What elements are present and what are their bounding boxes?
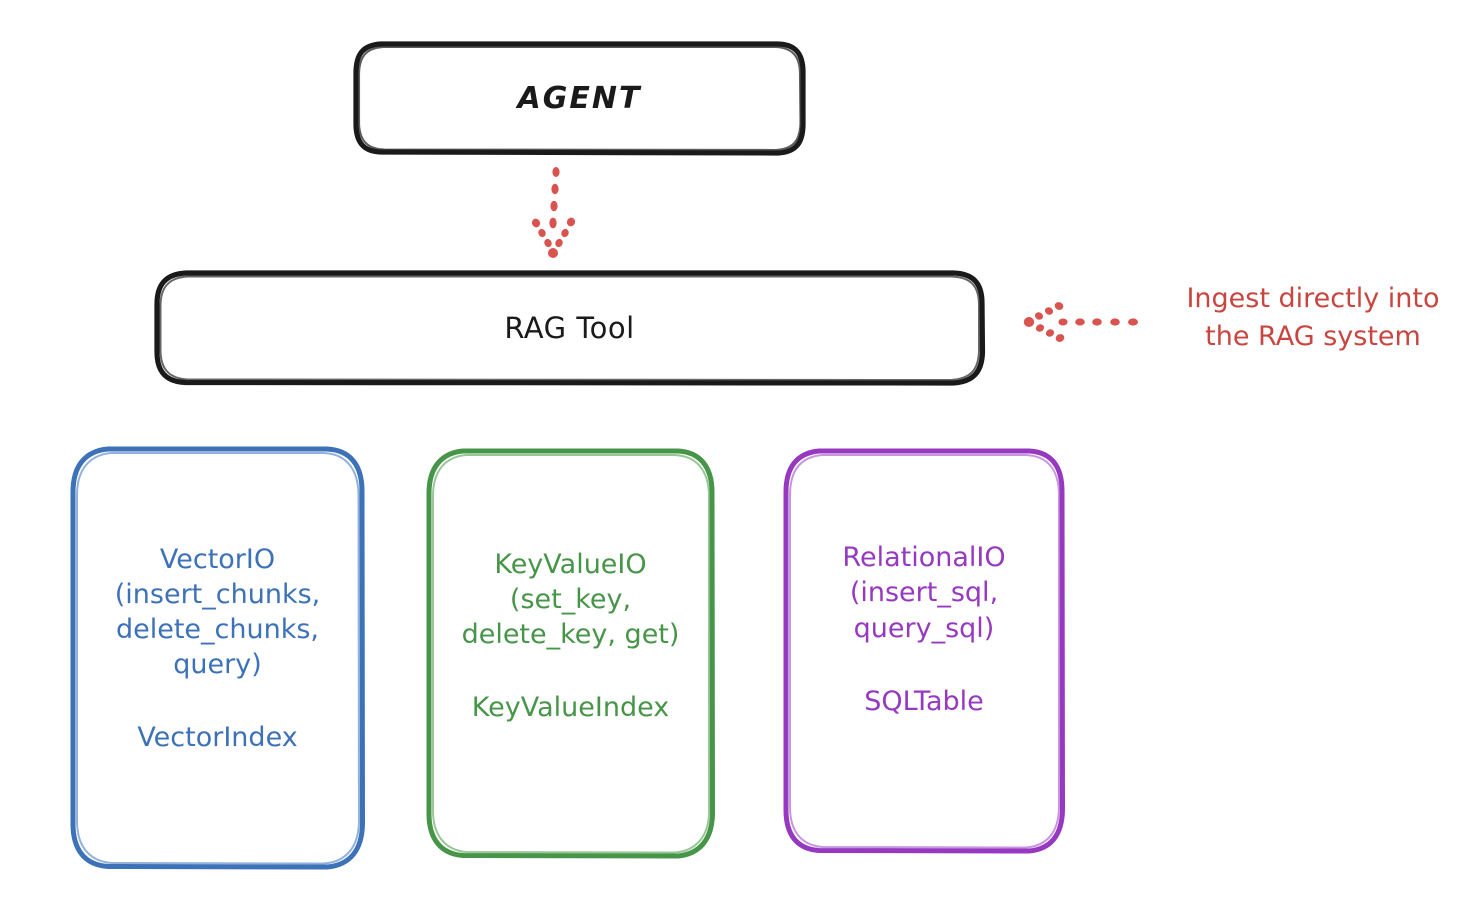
key-value-io-api-label: KeyValueIO (set_key, delete_key, get): [461, 548, 680, 651]
key-value-index-label: KeyValueIndex: [471, 692, 670, 724]
agent-node[interactable]: AGENT: [355, 43, 804, 153]
relational-io-content: RelationalIO (insert_sql, query_sql) SQL…: [795, 540, 1053, 716]
relational-io-node[interactable]: RelationalIO (insert_sql, query_sql) SQL…: [785, 450, 1063, 851]
vector-io-api-label: VectorIO (insert_chunks, delete_chunks, …: [114, 543, 321, 681]
vector-index-label: VectorIndex: [137, 722, 298, 754]
connector-agent-to-rag-tool: [531, 167, 576, 258]
key-value-io-content: KeyValueIO (set_key, delete_key, get) Ke…: [438, 547, 703, 723]
vector-io-node[interactable]: VectorIO (insert_chunks, delete_chunks, …: [72, 448, 363, 867]
agent-label: AGENT: [517, 80, 642, 116]
rag-tool-node[interactable]: RAG Tool: [156, 272, 983, 383]
sql-table-label: SQLTable: [864, 685, 984, 717]
ingest-annotation-label: Ingest directly into the RAG system: [1186, 283, 1440, 353]
vector-io-content: VectorIO (insert_chunks, delete_chunks, …: [82, 542, 353, 753]
rag-tool-label: RAG Tool: [504, 310, 635, 345]
relational-io-api-label: RelationalIO (insert_sql, query_sql): [842, 542, 1006, 644]
key-value-io-node[interactable]: KeyValueIO (set_key, delete_key, get) Ke…: [428, 450, 713, 856]
connector-ingest-to-rag-tool: [1023, 302, 1138, 342]
